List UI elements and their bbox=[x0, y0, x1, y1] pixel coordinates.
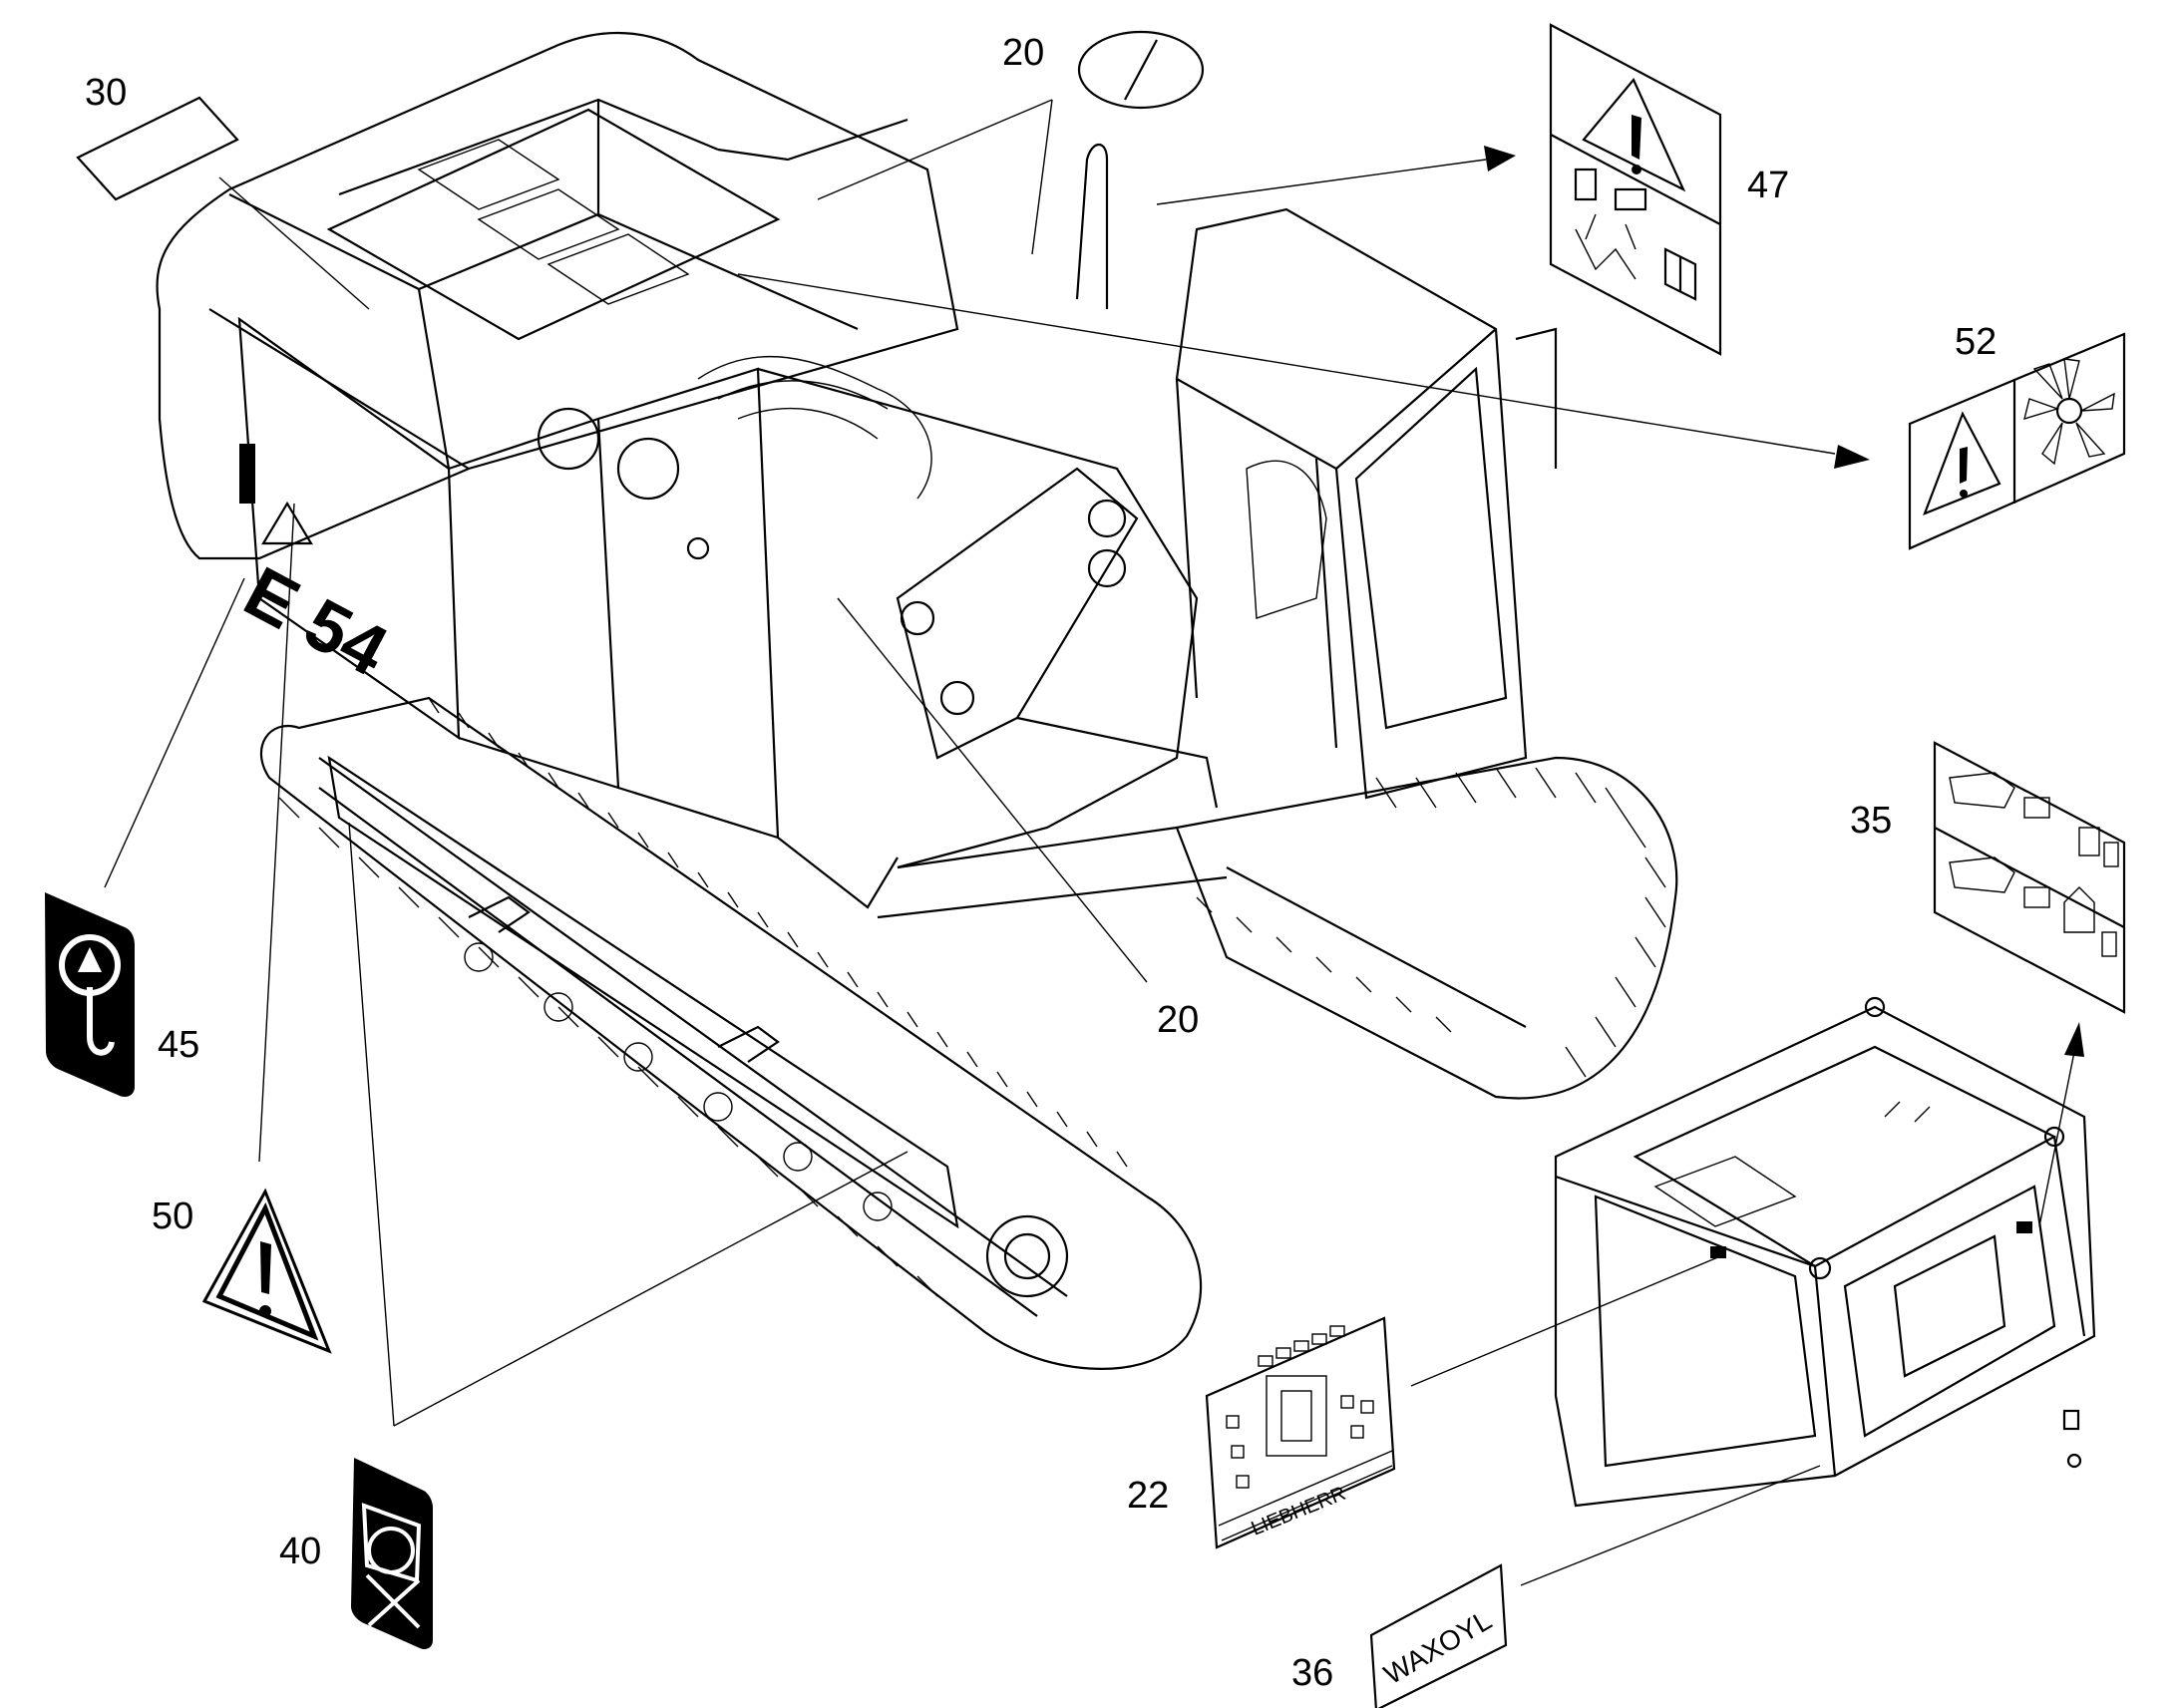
callout-47: 47 bbox=[1747, 165, 1789, 206]
callout-30: 30 bbox=[85, 72, 127, 114]
engine-hood-grille bbox=[326, 108, 781, 341]
callout-20-bottom: 20 bbox=[1157, 999, 1199, 1041]
machine-cab bbox=[1175, 207, 1558, 800]
decal-50 bbox=[201, 1188, 332, 1354]
manual-book-icon bbox=[1663, 247, 1697, 301]
callout-50: 50 bbox=[152, 1196, 193, 1237]
excavator-pictogram-top bbox=[1949, 772, 2119, 867]
callout-40: 40 bbox=[279, 1531, 321, 1572]
callout-numbers: 30 20 47 52 35 20 45 50 40 22 36 bbox=[85, 32, 1997, 1694]
decal-45 bbox=[45, 892, 135, 1097]
control-layout-pictogram bbox=[1218, 1325, 1393, 1541]
callout-22: 22 bbox=[1127, 1475, 1169, 1517]
left-track bbox=[259, 696, 1203, 1370]
warning-triangle-icon bbox=[1923, 411, 2001, 515]
decal-52 bbox=[1908, 332, 2126, 550]
callout-35: 35 bbox=[1850, 800, 1892, 842]
decal-22: LIEBHERR bbox=[1205, 1316, 1396, 1549]
lifting-hook-icon bbox=[59, 934, 121, 1056]
no-standing-icon bbox=[361, 1503, 422, 1629]
warning-triangle-icon bbox=[201, 1188, 332, 1354]
body-warning-mark-icon bbox=[261, 501, 313, 545]
decal-20-cap bbox=[1077, 30, 1205, 110]
excavator-drawing: E 54 bbox=[156, 31, 1678, 1370]
fan-icon bbox=[2023, 358, 2115, 466]
callout-52: 52 bbox=[1955, 321, 1997, 363]
callout-20-top: 20 bbox=[1002, 32, 1044, 74]
leader-lines bbox=[104, 99, 2084, 1586]
cab-window-decal-mark bbox=[2016, 1221, 2032, 1233]
warning-triangle-icon bbox=[1582, 77, 1686, 192]
decal-40 bbox=[351, 1458, 433, 1650]
cab-decal-location-mark bbox=[1710, 1246, 1726, 1258]
right-track bbox=[1175, 756, 1678, 1100]
callout-36: 36 bbox=[1291, 1652, 1333, 1694]
decal-47 bbox=[1549, 23, 1722, 356]
decal-35 bbox=[1933, 741, 2126, 1014]
decal-30-sticker bbox=[76, 96, 239, 201]
decal-36: WAXOYL bbox=[1369, 1563, 1508, 1708]
exploded-cab-drawing bbox=[1554, 996, 2096, 1508]
cab-procedure-pictogram bbox=[1574, 168, 1647, 280]
callout-45: 45 bbox=[158, 1024, 199, 1066]
excavator-pictogram-bottom bbox=[1949, 856, 2117, 957]
